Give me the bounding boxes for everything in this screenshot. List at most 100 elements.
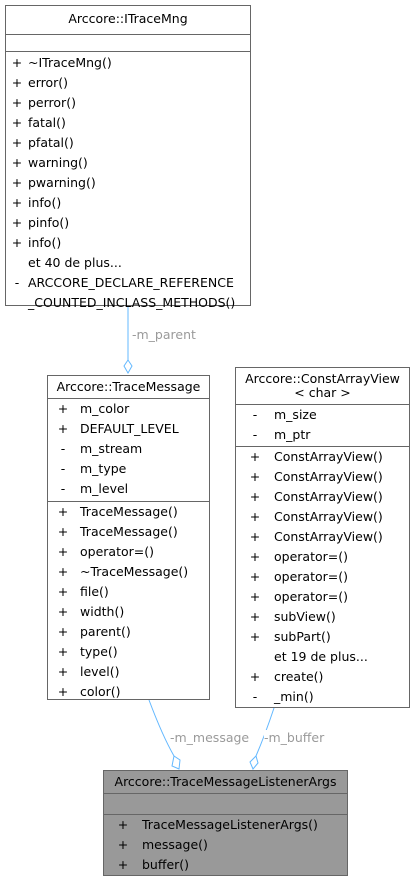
attribute-row: + DEFAULT_LEVEL <box>48 419 209 439</box>
member-label: ARCCORE_DECLARE_REFERENCE <box>28 275 234 290</box>
method-label: parent() <box>80 624 131 639</box>
visibility-icon: + <box>249 669 261 684</box>
class-title-constarrayview: Arccore::ConstArrayView < char > <box>236 368 409 400</box>
class-box-itracemng[interactable]: Arccore::ITraceMng +~ITraceMng() +error(… <box>5 5 251 310</box>
method-row: +ConstArrayView() <box>236 527 409 547</box>
member-row: +info() <box>6 193 250 213</box>
method-label: _min() <box>274 689 314 704</box>
member-row: +~ITraceMng() <box>6 53 250 73</box>
method-label: et 19 de plus... <box>274 649 368 664</box>
method-label: operator=() <box>274 569 348 584</box>
visibility-icon: + <box>57 504 69 519</box>
member-label: pfatal() <box>28 135 74 150</box>
method-label: TraceMessage() <box>80 504 178 519</box>
visibility-icon: + <box>249 449 261 464</box>
attribute-row: - m_size <box>236 405 409 425</box>
member-label: error() <box>28 75 69 90</box>
class-box-tracemessage[interactable]: Arccore::TraceMessage +m_color +DEFAULT_… <box>47 375 210 700</box>
visibility-icon: + <box>57 584 69 599</box>
visibility-icon: - <box>60 461 66 476</box>
attribute-label: DEFAULT_LEVEL <box>80 421 179 436</box>
visibility-icon: + <box>117 857 129 872</box>
method-label: type() <box>80 644 118 659</box>
method-row: +~TraceMessage() <box>48 562 209 582</box>
attribute-label: m_level <box>80 481 129 496</box>
class-title-line-1: Arccore::ConstArrayView <box>245 371 400 386</box>
method-label: color() <box>80 684 121 699</box>
method-label: operator=() <box>274 549 348 564</box>
visibility-icon: + <box>249 469 261 484</box>
visibility-icon: + <box>11 75 23 90</box>
visibility-icon: + <box>249 629 261 644</box>
member-row: + warning() <box>6 153 250 173</box>
method-row: +TraceMessageListenerArgs() <box>104 815 347 835</box>
class-title-itracemng: Arccore::ITraceMng <box>68 11 188 26</box>
visibility-icon: + <box>11 215 23 230</box>
member-label: pwarning() <box>28 175 96 190</box>
visibility-icon: - <box>252 407 258 422</box>
attribute-row: -m_type <box>48 459 209 479</box>
visibility-icon: - <box>60 481 66 496</box>
member-label: warning() <box>28 155 88 170</box>
method-row: + operator=() <box>236 547 409 567</box>
visibility-icon: - <box>60 441 66 456</box>
method-label: width() <box>80 604 125 619</box>
member-row: _COUNTED_INCLASS_METHODS() <box>6 293 250 313</box>
class-box-constarrayview[interactable]: Arccore::ConstArrayView < char > - m_size… <box>235 367 410 708</box>
methods-section-itracemng: +~ITraceMng() +error() +perror() +fatal(… <box>6 51 250 313</box>
method-label: level() <box>80 664 120 679</box>
attributes-section-listenerargs <box>104 793 347 814</box>
member-label: et 40 de plus... <box>28 255 122 270</box>
visibility-icon: + <box>249 609 261 624</box>
method-row: + operator=() <box>236 567 409 587</box>
method-label: operator=() <box>80 544 154 559</box>
relation-label-m-buffer: -m_buffer <box>264 730 325 745</box>
method-row: +create() <box>236 667 409 687</box>
visibility-icon: + <box>11 155 23 170</box>
visibility-icon: + <box>11 135 23 150</box>
diamond-m-message <box>171 755 181 770</box>
member-row: + info() <box>6 233 250 253</box>
method-label: ConstArrayView() <box>274 449 383 464</box>
member-row: +pinfo() <box>6 213 250 233</box>
method-row: +width() <box>48 602 209 622</box>
member-row: +pwarning() <box>6 173 250 193</box>
attribute-label: m_size <box>274 407 317 422</box>
method-label: message() <box>142 837 208 852</box>
method-row: + message() <box>104 835 347 855</box>
visibility-icon: + <box>57 524 69 539</box>
visibility-icon: + <box>11 115 23 130</box>
member-label: _COUNTED_INCLASS_METHODS() <box>28 295 236 310</box>
attributes-section-constarrayview: - m_size - m_ptr <box>236 404 409 446</box>
visibility-icon: + <box>117 837 129 852</box>
visibility-icon: - <box>252 427 258 442</box>
visibility-icon: + <box>11 235 23 250</box>
class-box-listenerargs[interactable]: Arccore::TraceMessageListenerArgs +Trace… <box>103 770 348 876</box>
visibility-icon: + <box>249 489 261 504</box>
member-row: + error() <box>6 73 250 93</box>
visibility-icon: - <box>252 689 258 704</box>
method-row: + color() <box>48 682 209 702</box>
attribute-label: m_ptr <box>274 427 311 442</box>
member-label: fatal() <box>28 115 66 130</box>
method-row: +type() <box>48 642 209 662</box>
visibility-icon: + <box>57 421 69 436</box>
methods-section-tracemessage: +TraceMessage() +TraceMessage() +operato… <box>48 501 209 702</box>
attribute-row: -m_level <box>48 479 209 499</box>
visibility-icon: + <box>57 684 69 699</box>
method-label: ~TraceMessage() <box>80 564 189 579</box>
method-row: +ConstArrayView() <box>236 487 409 507</box>
member-label: info() <box>28 235 62 250</box>
visibility-icon: + <box>249 569 261 584</box>
method-label: subPart() <box>274 629 331 644</box>
visibility-icon: + <box>249 549 261 564</box>
member-row: +perror() <box>6 93 250 113</box>
attributes-section-tracemessage: +m_color +DEFAULT_LEVEL -m_stream -m_typ… <box>48 398 209 501</box>
member-label: ~ITraceMng() <box>28 55 112 70</box>
method-label: file() <box>80 584 109 599</box>
attributes-section-itracemng <box>6 34 250 51</box>
method-row: +TraceMessage() <box>48 522 209 542</box>
method-label: ConstArrayView() <box>274 529 383 544</box>
visibility-icon: - <box>14 275 20 290</box>
